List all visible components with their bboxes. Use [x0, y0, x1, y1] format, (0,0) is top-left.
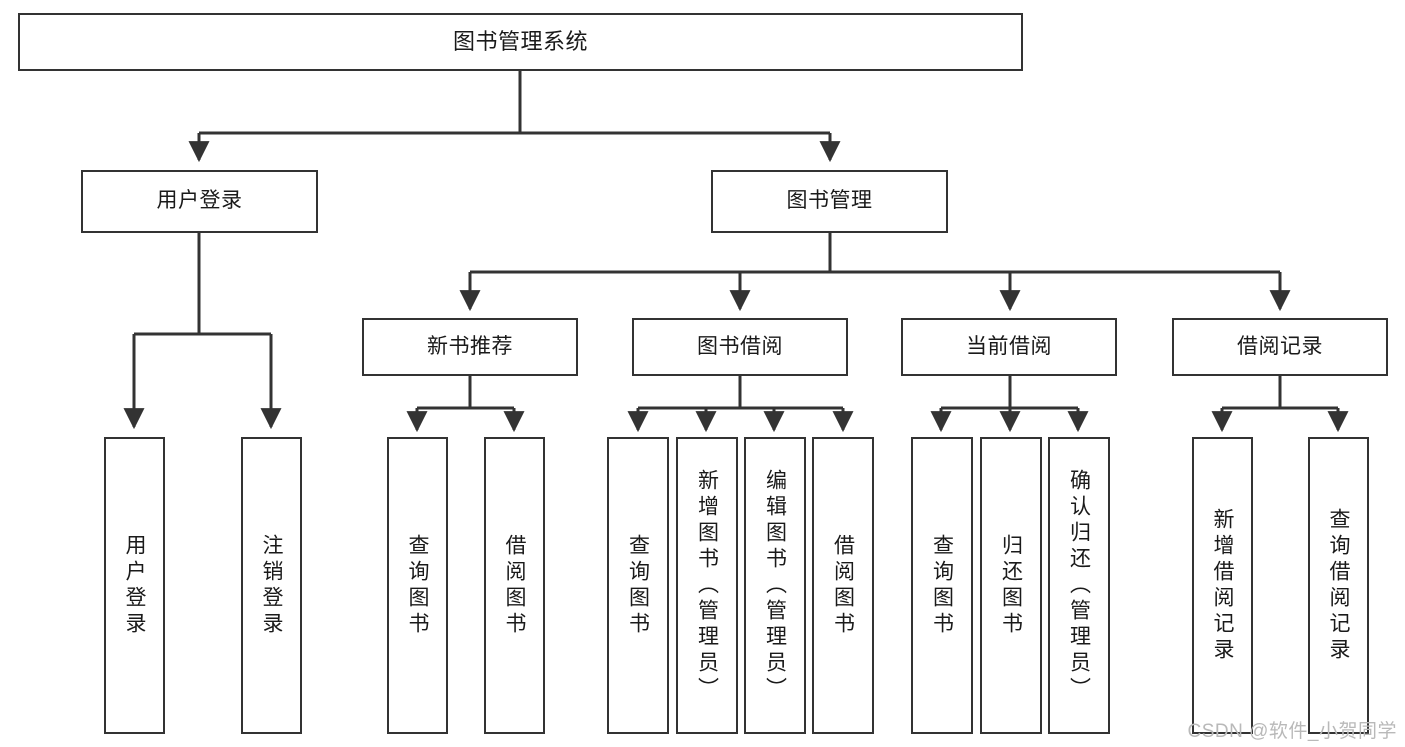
node-label: 查询图书: [930, 533, 954, 638]
node-label: 注销登录: [260, 533, 283, 638]
node-label: 新书推荐: [427, 334, 513, 358]
node-label: 归还图书: [999, 533, 1023, 638]
node-label: 查询借阅记录: [1327, 507, 1350, 664]
node-new-book-recommend[interactable]: 新书推荐: [362, 318, 578, 376]
leaf-current-borrow-return[interactable]: 归还图书: [980, 437, 1042, 734]
leaf-current-borrow-confirm-return[interactable]: 确认归还（管理员）: [1048, 437, 1110, 734]
node-label: 借阅图书: [503, 533, 526, 638]
leaf-user-login-logout[interactable]: 注销登录: [241, 437, 302, 734]
leaf-borrow-record-query[interactable]: 查询借阅记录: [1308, 437, 1369, 734]
node-label: 查询图书: [626, 533, 650, 638]
leaf-book-borrow-lend[interactable]: 借阅图书: [812, 437, 874, 734]
node-label: 编辑图书（管理员）: [763, 468, 787, 703]
node-label: 借阅记录: [1237, 334, 1323, 358]
leaf-book-borrow-add[interactable]: 新增图书（管理员）: [676, 437, 738, 734]
node-label: 新增借阅记录: [1211, 507, 1234, 664]
node-user-login[interactable]: 用户登录: [81, 170, 318, 233]
node-label: 确认归还（管理员）: [1067, 468, 1091, 703]
node-book-management[interactable]: 图书管理: [711, 170, 948, 233]
node-label: 查询图书: [406, 533, 429, 638]
node-label: 当前借阅: [966, 334, 1052, 358]
leaf-book-borrow-edit[interactable]: 编辑图书（管理员）: [744, 437, 806, 734]
watermark: CSDN @软件_小贺同学: [1187, 721, 1397, 742]
node-label: 用户登录: [123, 533, 146, 638]
node-borrow-record[interactable]: 借阅记录: [1172, 318, 1388, 376]
leaf-new-book-query[interactable]: 查询图书: [387, 437, 448, 734]
node-root-system[interactable]: 图书管理系统: [18, 13, 1023, 71]
node-label: 图书管理系统: [452, 29, 588, 55]
leaf-current-borrow-query[interactable]: 查询图书: [911, 437, 973, 734]
node-label: 图书借阅: [697, 334, 783, 358]
leaf-user-login-login[interactable]: 用户登录: [104, 437, 165, 734]
node-label: 用户登录: [156, 189, 243, 213]
leaf-new-book-borrow[interactable]: 借阅图书: [484, 437, 545, 734]
node-book-borrow[interactable]: 图书借阅: [632, 318, 848, 376]
leaf-book-borrow-query[interactable]: 查询图书: [607, 437, 669, 734]
node-label: 借阅图书: [831, 533, 855, 638]
node-label: 图书管理: [786, 189, 873, 213]
leaf-borrow-record-add[interactable]: 新增借阅记录: [1192, 437, 1253, 734]
node-current-borrow[interactable]: 当前借阅: [901, 318, 1117, 376]
node-label: 新增图书（管理员）: [695, 468, 719, 703]
